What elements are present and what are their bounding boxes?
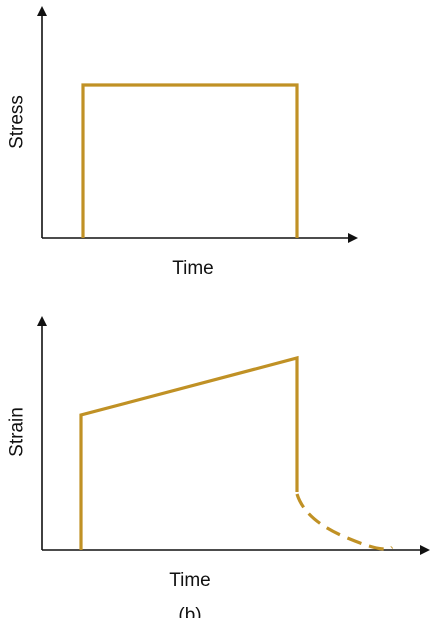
strain-recovery-curve	[295, 493, 394, 551]
strain-time-axis-label: Time	[169, 570, 211, 591]
stress-time-axis-label: Time	[172, 258, 214, 279]
stress-time-diagram	[37, 6, 358, 243]
strain-creep-curve	[79, 355, 299, 550]
figure-caption: (b)	[178, 605, 202, 618]
stress-axis-label: Stress	[6, 95, 28, 149]
strain-axis-label: Strain	[6, 407, 28, 457]
strain-time-diagram	[37, 316, 430, 555]
stress-pulse-curve	[81, 83, 299, 238]
